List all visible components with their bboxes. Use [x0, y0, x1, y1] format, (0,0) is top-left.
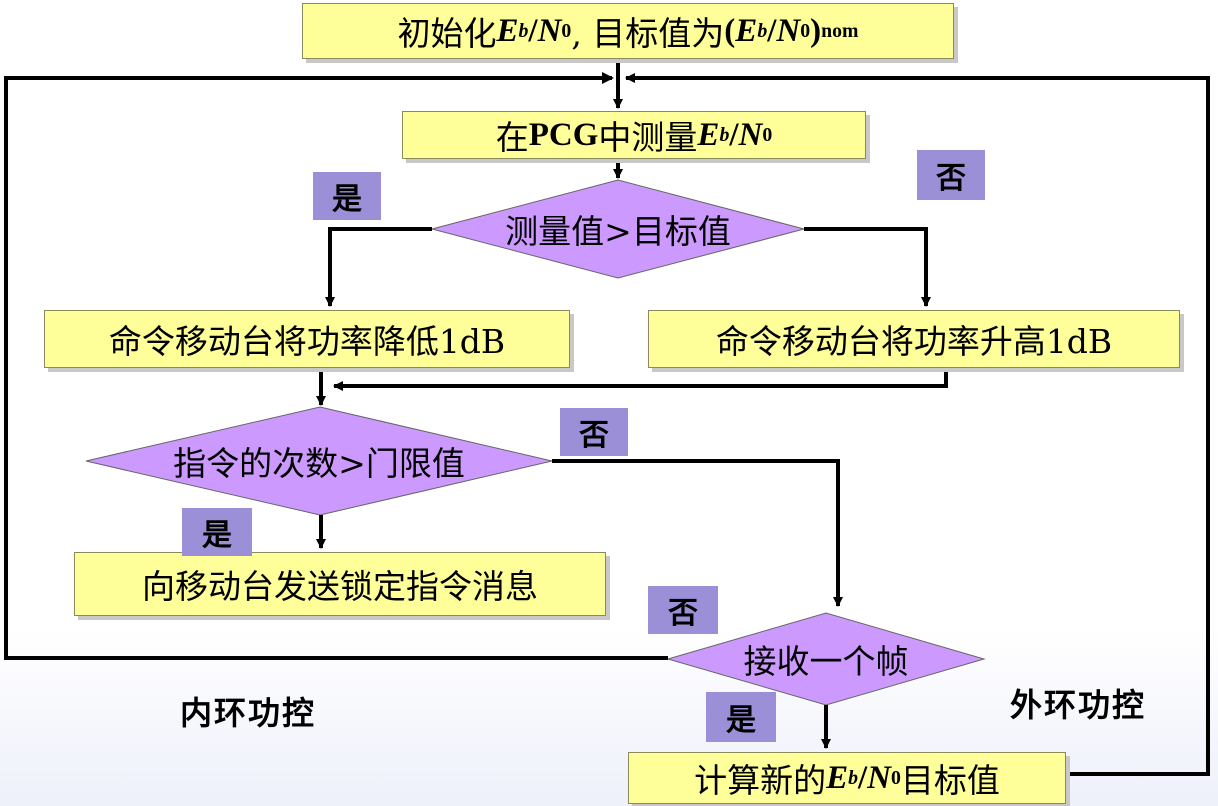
lower-power-text: 命令移动台将功率降低1dB	[108, 322, 506, 361]
top-right-blank	[1042, 0, 1138, 48]
tag-no-decision3: 否	[648, 586, 718, 634]
measure-pcg: PCG	[528, 116, 599, 153]
arrow-yes-lower	[325, 227, 432, 307]
newtarget-zero: 0	[891, 766, 901, 789]
arrow-inner-loop-head	[602, 72, 614, 84]
tag-yes-decision2: 是	[182, 508, 252, 556]
arrow-outer-loop	[625, 73, 1210, 776]
decision2-text: 指令的次数>门限值	[173, 444, 465, 483]
init-b: b	[518, 19, 529, 42]
init-b2: b	[757, 19, 768, 42]
init-slash2: /	[767, 12, 777, 49]
lower-power-box: 命令移动台将功率降低1dB	[44, 310, 570, 368]
newtarget-N: N	[867, 759, 892, 796]
lock-command-box: 向移动台发送锁定指令消息	[74, 552, 606, 616]
outer-loop-label: 外环功控	[1010, 686, 1147, 724]
newtarget-slash: /	[858, 759, 868, 796]
newtarget-b: b	[848, 766, 858, 789]
init-zero: 0	[561, 19, 572, 42]
inner-loop-label: 内环功控	[180, 694, 317, 732]
init-slash: /	[528, 12, 538, 49]
decision3-diamond	[666, 612, 986, 706]
init-nom: nom	[821, 19, 859, 42]
measure-text-prefix: 在	[495, 118, 529, 157]
decision1-text: 测量值>目标值	[505, 212, 731, 251]
measure-slash: /	[729, 116, 739, 153]
tag-no-decision2: 否	[560, 408, 628, 456]
lock-command-text: 向移动台发送锁定指令消息	[142, 567, 538, 606]
init-N: N	[537, 12, 562, 49]
raise-power-box: 命令移动台将功率升高1dB	[648, 310, 1180, 368]
tag-yes-decision1: 是	[313, 172, 381, 220]
measure-text-mid: 中测量	[598, 118, 698, 157]
tag-yes-decision3: 是	[706, 692, 776, 742]
init-text-mid: , 目标值为	[571, 14, 725, 53]
arrow-raise-merge	[333, 370, 948, 391]
init-N2: N	[776, 12, 801, 49]
measure-zero: 0	[762, 123, 773, 146]
measure-b: b	[719, 123, 730, 146]
raise-power-text: 命令移动台将功率升高1dB	[715, 322, 1113, 361]
init-E: E	[496, 12, 519, 49]
new-target-prefix: 计算新的	[694, 761, 827, 800]
measure-E: E	[697, 116, 720, 153]
init-zero2: 0	[800, 19, 811, 42]
newtarget-E: E	[826, 759, 849, 796]
decision3-text: 接收一个帧	[743, 642, 909, 681]
measure-N: N	[738, 116, 763, 153]
init-E2: E	[735, 12, 758, 49]
init-text-prefix: 初始化	[397, 14, 497, 53]
tag-no-decision1: 否	[917, 150, 985, 200]
arrow-decision2-decision3	[552, 459, 843, 607]
arrow-inner-loop	[4, 76, 668, 660]
arrow-no-raise	[804, 227, 931, 307]
new-target-suffix: 目标值	[900, 761, 1000, 800]
